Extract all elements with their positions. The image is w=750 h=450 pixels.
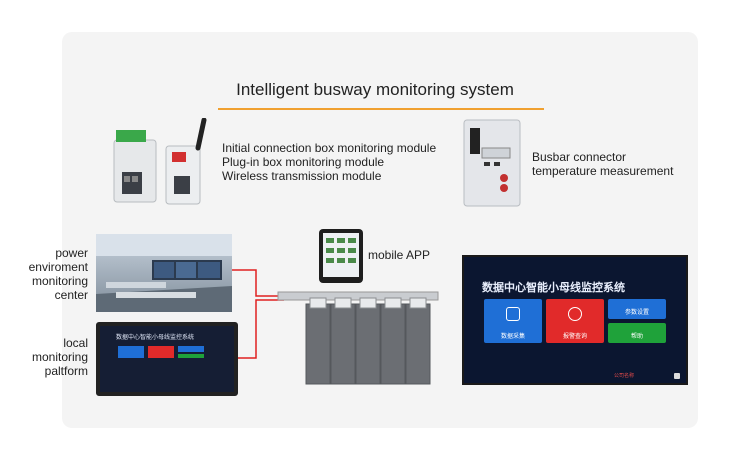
speaker-icon[interactable]	[674, 373, 680, 379]
tile-label: 帮助	[630, 333, 643, 340]
busbar-text: Busbar connector temperature measurement	[532, 150, 673, 178]
search-icon	[568, 307, 582, 322]
temperature-sensor-device	[462, 118, 522, 208]
tile-data-acquisition[interactable]: 数据采集	[484, 299, 542, 343]
tile-alarm-query[interactable]: 报警查询	[546, 299, 604, 343]
power-center-line-1: power	[55, 246, 88, 260]
busbar-line-1: Busbar connector	[532, 150, 627, 164]
din-module-devices	[108, 117, 214, 214]
power-center-label: power enviroment monitoring center	[20, 246, 88, 302]
local-platform-label: local monitoring paltform	[20, 336, 88, 378]
tile-label: 报警查询	[562, 333, 587, 340]
red-connector-bottom	[238, 299, 284, 359]
module-line-plugin: Plug-in box monitoring module	[222, 155, 385, 169]
title-underline	[218, 108, 544, 110]
modules-text: Initial connection box monitoring module…	[222, 141, 436, 183]
local-platform-line-3: paltform	[44, 364, 88, 378]
red-connector-top	[232, 269, 284, 297]
diagram-title: Intelligent busway monitoring system	[236, 80, 514, 99]
busbar-duct	[277, 291, 439, 301]
power-center-line-2: enviroment	[28, 260, 88, 274]
local-monitor-screen: 数据中心智能小母线监控系统	[96, 322, 238, 396]
tile-label: 数据采集	[500, 333, 525, 340]
tablet-device	[318, 228, 364, 284]
power-center-line-3: monitoring	[31, 274, 88, 288]
mobile-app-label: mobile APP	[368, 248, 431, 262]
screen-header: 数据中心智能小母线监控系统	[482, 281, 625, 294]
monitor-icon	[506, 307, 520, 322]
tile-label: 参数设置	[624, 309, 649, 316]
tile-help[interactable]: 帮助	[608, 323, 666, 343]
small-tile-3	[178, 346, 204, 352]
small-tile-4	[178, 354, 204, 358]
cabinet-row	[305, 303, 431, 385]
monitoring-screen: 数据中心智能小母线监控系统 数据采集 报警查询 参数设置 帮助 公司名称	[462, 255, 688, 385]
module-line-initial: Initial connection box monitoring module	[222, 141, 437, 155]
busbar-line-2: temperature measurement	[532, 164, 674, 178]
module-line-wireless: Wireless transmission module	[222, 169, 382, 183]
control-room-photo	[96, 234, 232, 312]
small-screen-header: 数据中心智能小母线监控系统	[116, 334, 195, 341]
local-platform-line-1: local	[63, 336, 88, 350]
small-tile-2	[148, 346, 174, 358]
screen-footer: 公司名称	[614, 373, 635, 379]
local-platform-line-2: monitoring	[31, 350, 88, 364]
tile-parameter-settings[interactable]: 参数设置	[608, 299, 666, 319]
power-center-line-4: center	[54, 288, 88, 302]
small-tile-1	[118, 346, 144, 358]
plug-in-boxes	[309, 297, 427, 309]
